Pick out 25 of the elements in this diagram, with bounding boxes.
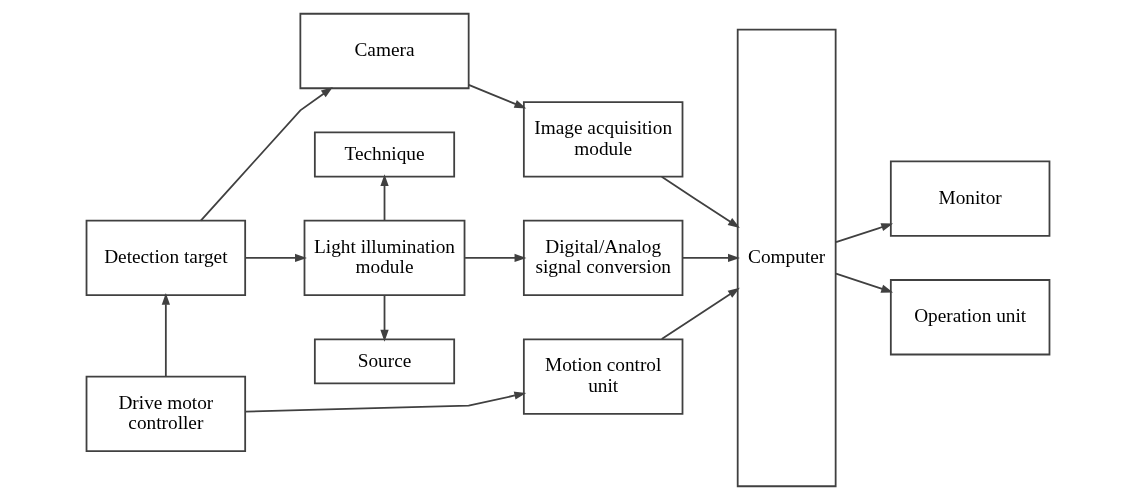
node-box: Computer <box>736 28 837 488</box>
node-box: Operation unit <box>889 279 1051 356</box>
arrow <box>161 292 170 377</box>
arrow <box>380 294 389 342</box>
arrow <box>681 253 740 263</box>
node-box: Image acquisition module <box>522 101 684 178</box>
node-box: Drive motor controller <box>85 375 247 452</box>
node-box: Motion control unit <box>522 338 684 415</box>
arrow <box>835 223 894 244</box>
node-box: Light illumination module <box>303 219 466 297</box>
arrow <box>380 174 389 222</box>
node-box: Source <box>313 338 456 385</box>
node-box: Monitor <box>889 160 1051 237</box>
node-box: Digital/Analog signal conversion <box>522 219 684 297</box>
arrow <box>464 253 527 263</box>
arrow <box>199 87 333 222</box>
arrow <box>660 175 740 229</box>
arrow <box>244 391 527 413</box>
node-box: Technique <box>313 131 456 178</box>
node-box: Detection target <box>85 219 247 297</box>
arrow <box>835 272 894 293</box>
arrow <box>660 287 740 340</box>
arrow <box>467 84 527 109</box>
node-box: Camera <box>299 12 470 90</box>
arrow <box>244 253 307 263</box>
